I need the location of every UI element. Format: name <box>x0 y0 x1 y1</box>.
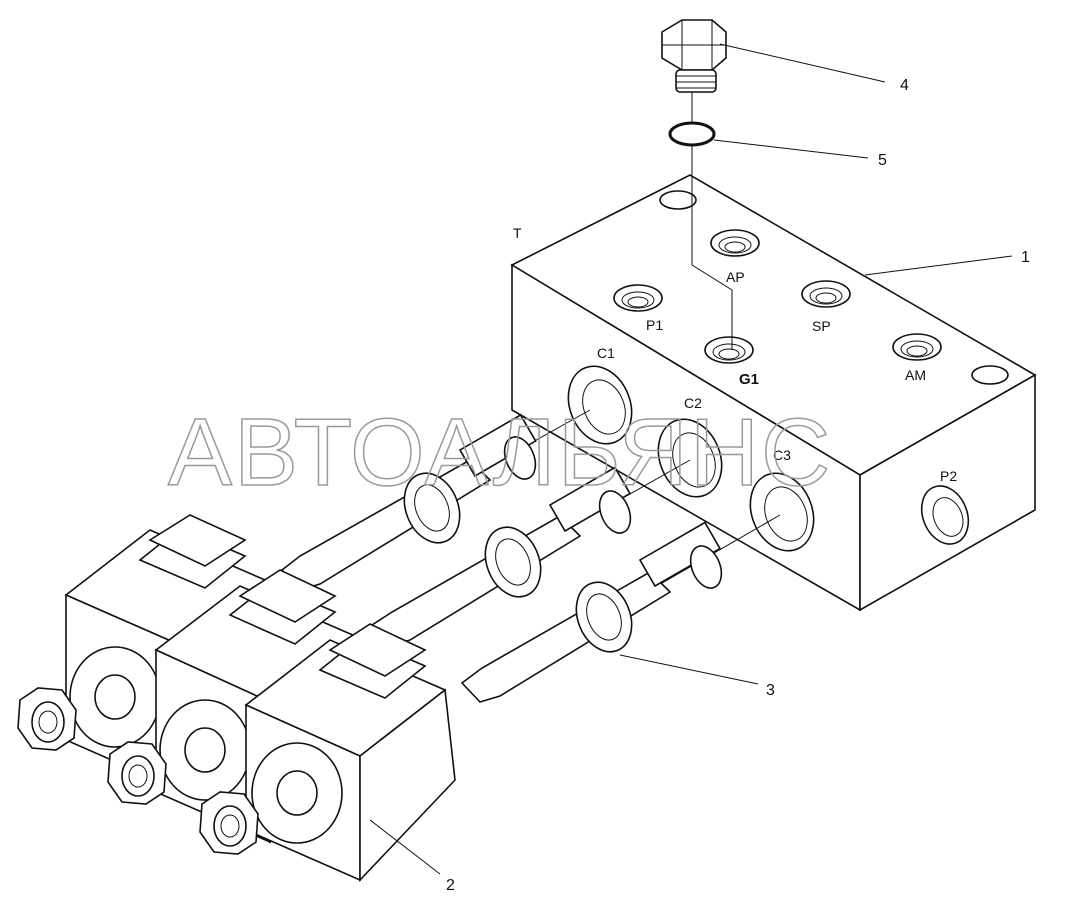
port-c3 <box>749 472 815 552</box>
leader-line <box>369 819 441 875</box>
hex-nut <box>199 791 259 855</box>
port-label-p1: P1 <box>646 317 663 333</box>
callout-5: 5 <box>878 152 887 169</box>
cartridge-valve <box>370 459 691 647</box>
port-ap <box>710 229 760 257</box>
mount-hole <box>971 365 1009 385</box>
port-am <box>892 333 942 361</box>
port-label-p2: P2 <box>940 468 957 484</box>
port-label-t: T <box>513 225 522 241</box>
port-label-am: AM <box>905 367 926 383</box>
leader-line <box>864 255 1013 276</box>
solenoid-coil <box>244 623 456 883</box>
port-label-c1: C1 <box>597 345 615 361</box>
hex-nut <box>17 687 77 751</box>
callout-2: 2 <box>446 877 455 894</box>
hex-nut <box>107 741 167 805</box>
port-label-ap: AP <box>726 269 745 285</box>
leader-line <box>719 43 886 83</box>
plug <box>661 19 727 93</box>
callout-1: 1 <box>1021 249 1030 266</box>
port-c1 <box>567 365 633 445</box>
port-label-sp: SP <box>812 318 831 334</box>
o-ring <box>668 121 716 147</box>
port-sp <box>801 280 851 308</box>
mount-hole <box>659 190 697 210</box>
cartridge-valve <box>460 514 781 703</box>
port-p2 <box>920 485 970 545</box>
leader-line <box>713 139 869 159</box>
port-g1 <box>704 336 754 364</box>
leader-line <box>619 654 759 685</box>
manifold-block: T AP P1 SP G1 AM C1 C2 C3 P2 <box>510 174 1037 612</box>
watermark-text: АВТОАЛЬЯНС <box>168 399 832 506</box>
callout-3: 3 <box>766 682 775 699</box>
callout-4: 4 <box>900 77 909 94</box>
port-c2 <box>657 418 723 498</box>
port-label-c3: C3 <box>773 447 791 463</box>
port-label-c2: C2 <box>684 395 702 411</box>
assembly-axis <box>691 146 733 350</box>
port-label-g1: G1 <box>739 371 759 388</box>
port-p1 <box>613 284 663 312</box>
